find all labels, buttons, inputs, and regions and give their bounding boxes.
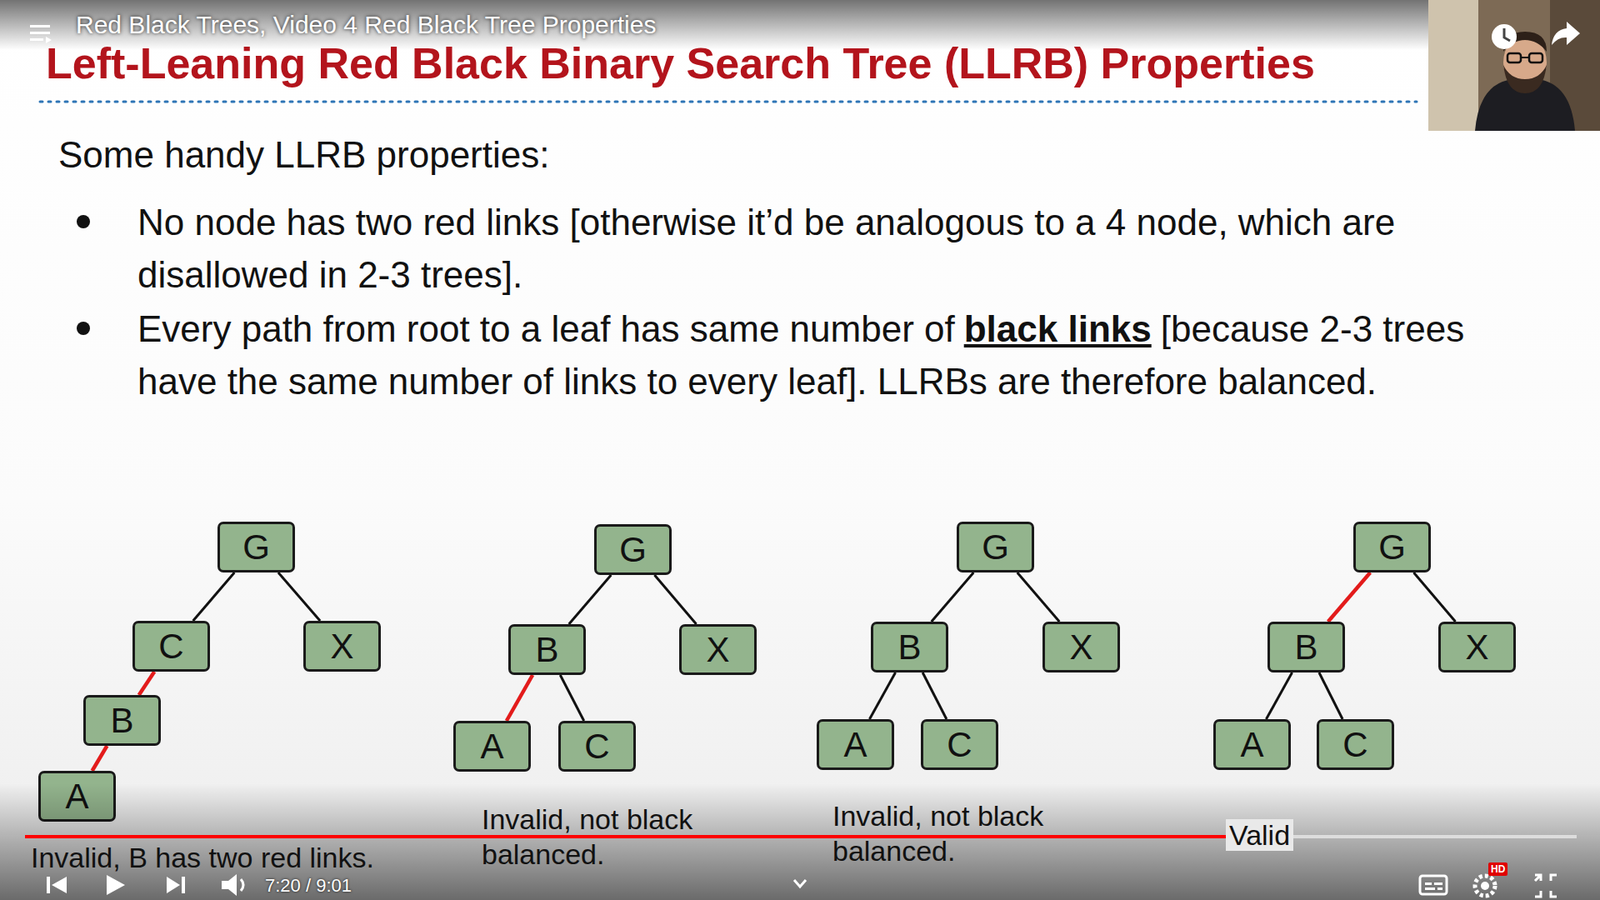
bullet-paragraph: Every path from root to a leaf has same … (137, 302, 1488, 408)
node-label: G (1378, 530, 1406, 565)
node-label: X (1069, 630, 1093, 665)
node-label: A (65, 779, 89, 815)
node-label: C (158, 629, 184, 665)
black-link (193, 572, 235, 621)
black-link (654, 575, 696, 625)
share-icon (1551, 21, 1580, 45)
node-label: G (619, 532, 647, 568)
black-link (560, 675, 584, 721)
progress-rest (1290, 835, 1577, 839)
bullet-dot (76, 321, 90, 335)
tree-caption: Invalid, not black balanced. (832, 798, 1070, 869)
dotted-rule (40, 100, 1417, 104)
black-link (278, 572, 320, 621)
red-link (92, 745, 108, 771)
tree-node: A (453, 720, 531, 772)
bullet-text: Every path from root to a leaf has same … (137, 308, 955, 350)
red-link (506, 675, 533, 721)
node-label: B (110, 703, 134, 739)
node-label: X (1465, 630, 1489, 665)
watch-later-icon (1491, 24, 1517, 50)
tree-node: G (594, 524, 672, 575)
node-label: G (242, 530, 270, 565)
webcam-thumbnail (1428, 0, 1600, 131)
node-label: X (330, 629, 354, 665)
tree-caption: Invalid, B has two red links. (30, 840, 375, 875)
node-label: B (535, 632, 559, 668)
tree-node: A (38, 770, 116, 822)
black-link (1413, 572, 1455, 622)
tree-node: X (1438, 621, 1516, 673)
time-display: 7:20 / 9:01 (265, 875, 352, 897)
black-link (922, 672, 947, 720)
black-link (1017, 572, 1060, 622)
tree-node: X (679, 624, 757, 675)
slide-title: Left-Leaning Red Black Binary Search Tre… (45, 38, 1315, 89)
video-title: Red Black Trees, Video 4 Red Black Tree … (75, 10, 656, 40)
node-label: C (584, 729, 610, 765)
progress-played (25, 835, 1291, 839)
player-controls (46, 874, 1557, 897)
tree-node: B (83, 695, 161, 746)
tree-node: C (1316, 719, 1395, 770)
tree-node: X (1042, 621, 1120, 673)
node-label: C (1342, 727, 1368, 763)
tree-node: G (956, 521, 1035, 573)
tree-node: X (303, 620, 381, 672)
tree-node: C (920, 719, 999, 770)
black-link (931, 572, 975, 622)
node-label: A (843, 727, 867, 763)
black-link (869, 672, 895, 720)
node-label: A (480, 729, 504, 765)
intro-line: Some handy LLRB properties: (58, 131, 550, 179)
node-label: B (1294, 630, 1318, 665)
node-label: B (897, 630, 921, 665)
black-link (1319, 672, 1343, 720)
emphasis-text: black links (964, 308, 1152, 350)
bottom-shade (0, 783, 1600, 900)
tree-node: C (558, 720, 636, 772)
tree-node: B (508, 624, 586, 675)
tree-node: A (816, 719, 895, 770)
tree-node: G (1353, 521, 1431, 573)
node-label: X (705, 632, 730, 668)
node-label: A (1240, 727, 1264, 763)
tree-caption: Invalid, not black balanced. (481, 801, 720, 872)
hd-badge: HD (1488, 862, 1508, 876)
red-link (1328, 572, 1371, 622)
tree-node: A (1213, 719, 1291, 770)
tree-node: B (870, 621, 949, 673)
bullet-dot (76, 215, 90, 229)
node-label: C (946, 727, 972, 763)
bullet-text: No node has two red links [otherwise it’… (137, 201, 1395, 295)
node-label: G (981, 530, 1010, 565)
tree-caption: Valid (1225, 819, 1294, 851)
black-link (569, 575, 612, 625)
bullet-paragraph: No node has two red links [otherwise it’… (137, 195, 1488, 301)
tree-node: G (217, 521, 295, 573)
tree-node: C (132, 620, 210, 672)
black-link (1265, 672, 1292, 720)
red-link (139, 671, 155, 695)
tree-node: B (1267, 621, 1345, 673)
